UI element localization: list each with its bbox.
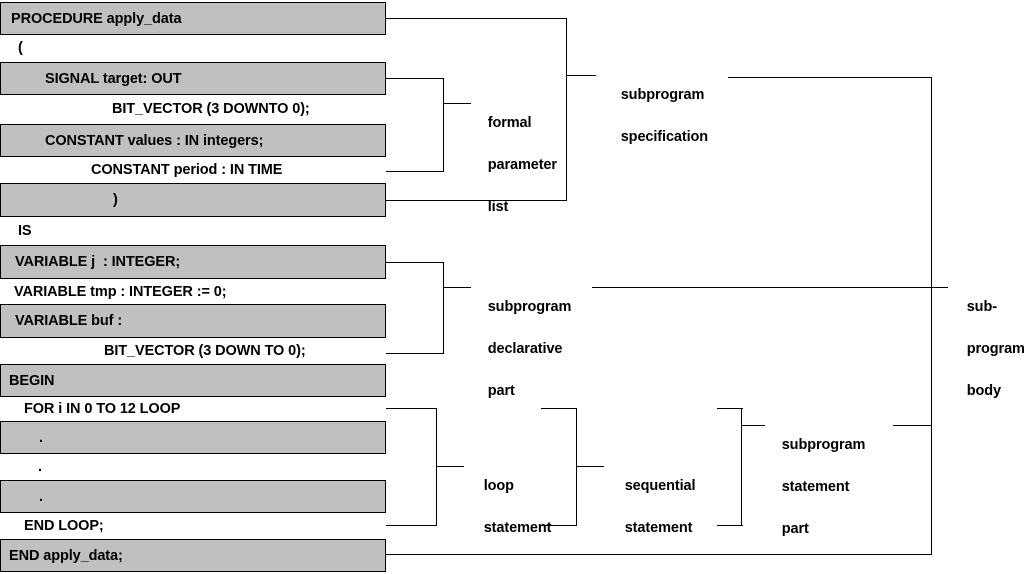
label-line: subprogram: [781, 437, 866, 453]
code-row: (: [0, 35, 386, 60]
label-line: statement: [624, 520, 693, 536]
label-line: subprogram: [620, 87, 705, 103]
code-row-text: VARIABLE tmp : INTEGER := 0;: [14, 283, 227, 300]
bracket-arm-formal-top: [386, 78, 444, 79]
code-row-text: BEGIN: [9, 372, 55, 389]
label-subprogram-body: sub- program body: [951, 276, 1025, 423]
label-line: declarative: [487, 341, 563, 357]
label-line: statement: [483, 520, 552, 536]
code-row: .: [0, 421, 386, 454]
code-row-text: BIT_VECTOR (3 DOWNTO 0);: [112, 100, 310, 117]
bracket-stub-stmtpart: [741, 425, 765, 426]
code-row-text: FOR i IN 0 TO 12 LOOP: [24, 401, 181, 417]
label-line: part: [487, 383, 515, 399]
code-row: END apply_data;: [0, 539, 386, 572]
label-line: statement: [781, 479, 850, 495]
label-line: sub-: [966, 299, 997, 315]
code-row: VARIABLE j : INTEGER;: [0, 245, 386, 279]
bracket-spine-decl: [443, 262, 444, 353]
bracket-arm-seq-bottom: [541, 525, 577, 526]
code-row-text: END apply_data;: [9, 547, 123, 564]
label-subprogram-declarative-part: subprogram declarative part: [472, 276, 572, 423]
bracket-arm-loop-top: [386, 408, 437, 409]
code-row-text: .: [38, 459, 42, 475]
code-row: IS: [0, 217, 386, 244]
code-row-text: CONSTANT period : IN TIME: [91, 162, 283, 178]
label-line: part: [781, 521, 809, 537]
label-subprogram-specification: subprogram specification: [605, 64, 708, 169]
label-line: subprogram: [487, 299, 572, 315]
bracket-arm-body-bottom: [386, 554, 932, 555]
code-row-text: .: [39, 429, 43, 446]
label-line: program: [966, 341, 1025, 357]
connector-spec-to-body: [728, 77, 932, 78]
connector-stmtpart-to-body: [893, 425, 932, 426]
code-row-text: CONSTANT values : IN integers;: [45, 132, 264, 149]
bracket-stub-seq: [576, 466, 604, 467]
label-formal-parameter-list: formal parameter list: [472, 92, 557, 239]
label-line: sequential: [624, 478, 696, 494]
bracket-spine-seq: [576, 408, 577, 526]
code-row: BEGIN: [0, 364, 386, 397]
bracket-stub-decl: [443, 287, 471, 288]
bracket-arm-decl-top: [386, 262, 444, 263]
code-row: BIT_VECTOR (3 DOWNTO 0);: [0, 95, 386, 122]
bracket-arm-stmtpart-bottom: [717, 525, 743, 526]
label-line: parameter: [487, 157, 557, 173]
bracket-arm-spec-top: [386, 18, 567, 19]
label-line: list: [487, 199, 509, 215]
code-row-text: IS: [18, 222, 32, 239]
code-row: FOR i IN 0 TO 12 LOOP: [0, 397, 386, 421]
bracket-stub-loop: [436, 466, 464, 467]
connector-decl-to-body: [592, 287, 932, 288]
label-line: specification: [620, 129, 709, 145]
code-row: CONSTANT values : IN integers;: [0, 124, 386, 157]
code-row: VARIABLE tmp : INTEGER := 0;: [0, 279, 386, 304]
code-row-text: VARIABLE buf :: [15, 313, 123, 329]
code-row-text: PROCEDURE apply_data: [11, 10, 182, 27]
bracket-stub-formal: [443, 103, 471, 104]
bracket-arm-decl-bottom: [386, 353, 444, 354]
bracket-arm-loop-bottom: [386, 525, 437, 526]
code-row-text: (: [18, 39, 23, 56]
code-row: VARIABLE buf :: [0, 304, 386, 338]
bracket-stub-spec: [566, 75, 596, 76]
bracket-arm-stmtpart-top: [717, 408, 743, 409]
bracket-stub-body: [918, 287, 948, 288]
code-row: CONSTANT period : IN TIME: [0, 157, 386, 183]
code-row-text: END LOOP;: [24, 518, 104, 534]
label-line: body: [966, 383, 1001, 399]
bracket-arm-formal-bottom: [386, 171, 444, 172]
code-row: ): [0, 183, 386, 217]
bracket-arm-spec-bottom: [386, 200, 567, 201]
label-subprogram-statement-part: subprogram statement part: [766, 414, 866, 561]
code-row: .: [0, 454, 386, 480]
bracket-spine-loop: [436, 408, 437, 526]
code-row: PROCEDURE apply_data: [0, 2, 386, 35]
code-row: END LOOP;: [0, 513, 386, 539]
bracket-spine-stmtpart: [741, 408, 742, 526]
code-row: BIT_VECTOR (3 DOWN TO 0);: [0, 338, 386, 364]
code-row: .: [0, 480, 386, 513]
label-line: loop: [483, 478, 514, 494]
bracket-spine-formal: [443, 78, 444, 171]
code-row: SIGNAL target: OUT: [0, 62, 386, 95]
code-row-text: BIT_VECTOR (3 DOWN TO 0);: [104, 343, 306, 359]
bracket-arm-seq-top: [541, 408, 577, 409]
label-loop-statement: loop statement: [468, 455, 552, 560]
label-line: formal: [487, 115, 532, 131]
label-sequential-statement: sequential statement: [609, 455, 696, 560]
code-row-text: SIGNAL target: OUT: [45, 70, 182, 87]
code-row-text: .: [39, 488, 43, 505]
bracket-spine-body: [931, 77, 932, 554]
bracket-spine-spec: [566, 18, 567, 201]
code-row-text: VARIABLE j : INTEGER;: [15, 254, 181, 270]
code-row-text: ): [113, 192, 118, 208]
